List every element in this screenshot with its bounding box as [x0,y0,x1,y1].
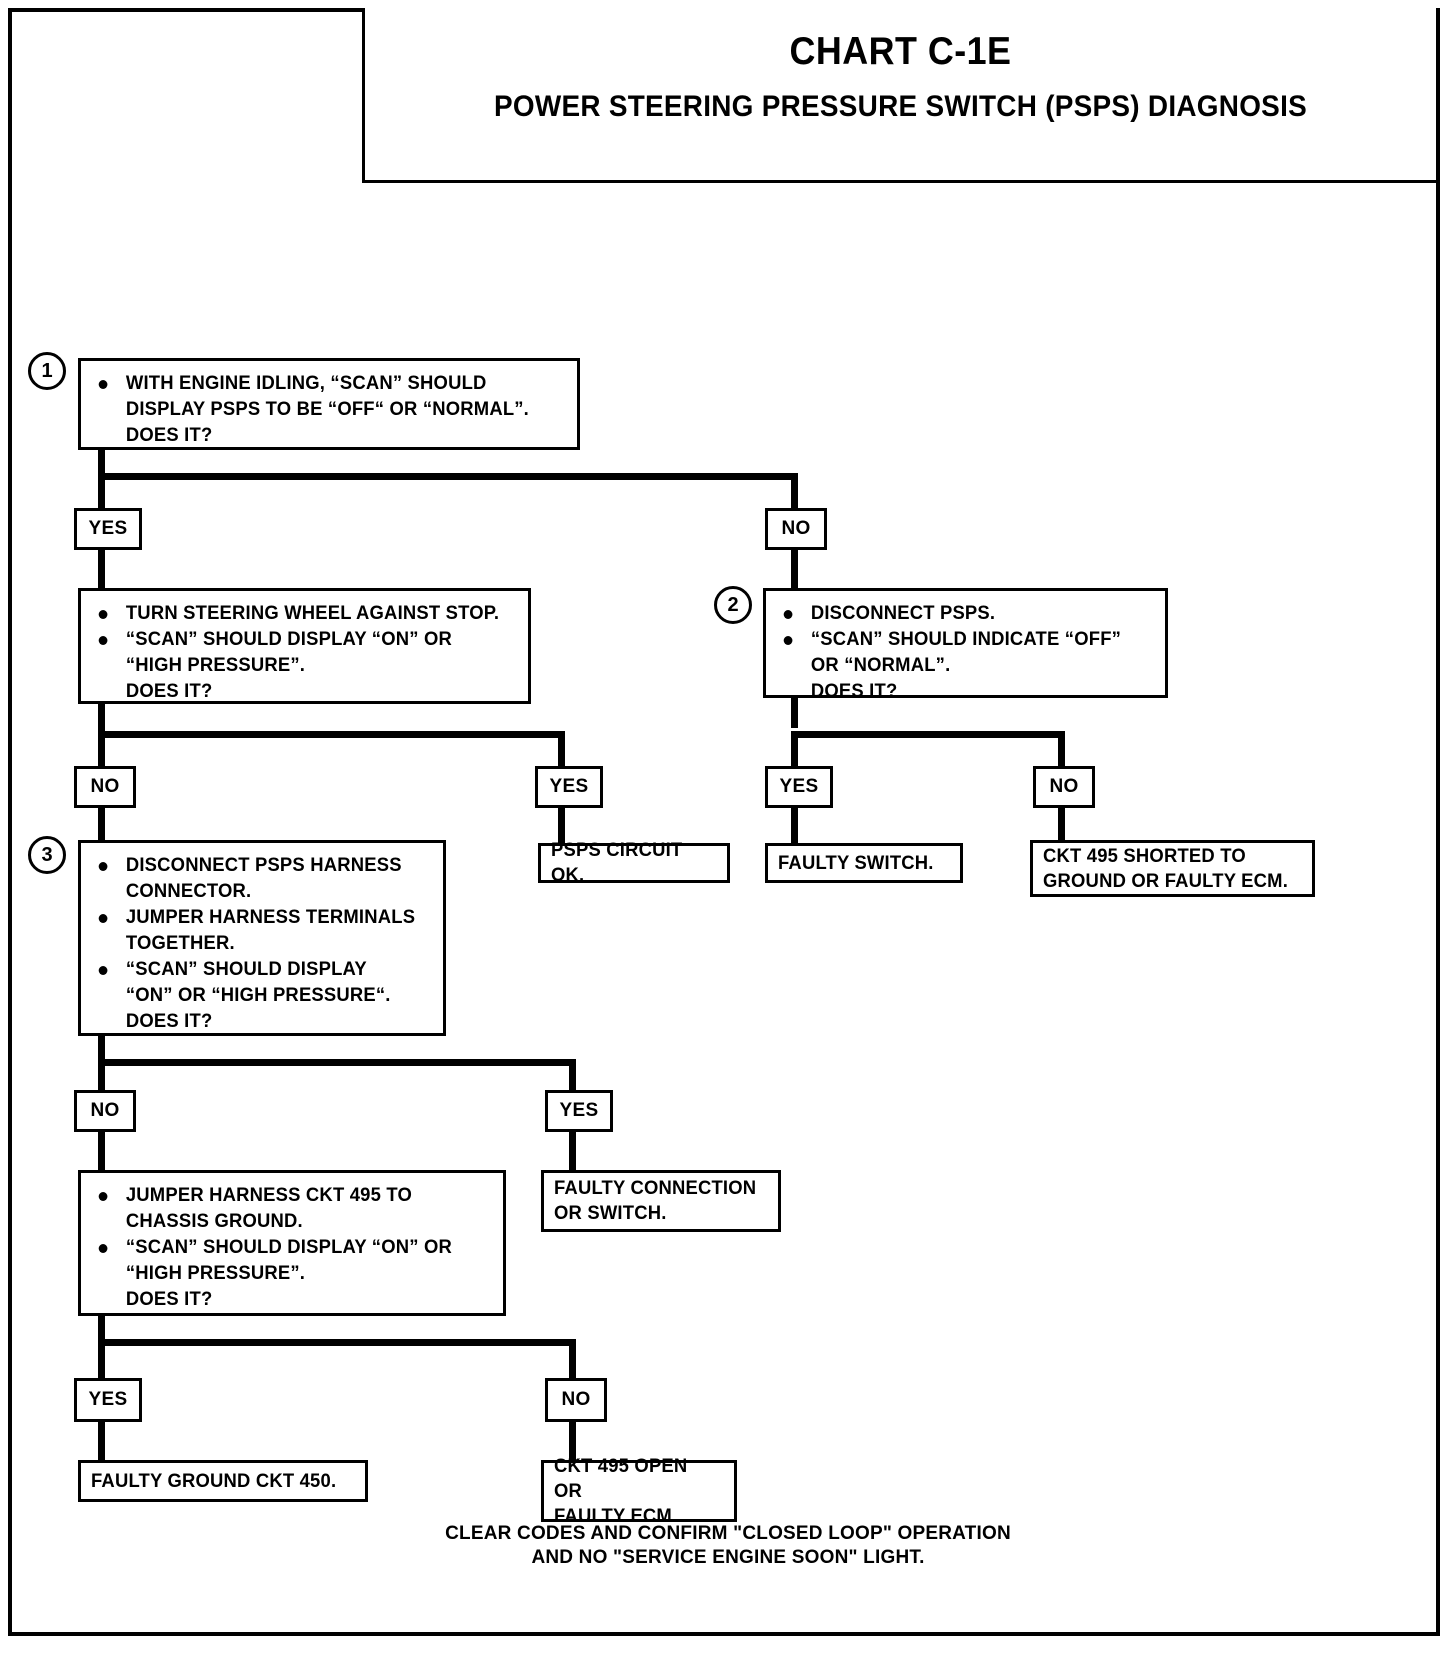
connector-jumperground-branch [98,1339,576,1346]
branch-yes-step1: YES [74,508,142,550]
step-marker-1: 1 [28,352,66,390]
step-3-line-5: “SCAN” SHOULD DISPLAY [89,957,425,982]
connector-no3-to-jumperground [98,1132,105,1170]
turn-wheel-line-2: “SCAN” SHOULD DISPLAY “ON” OR [89,627,507,652]
result-psps-circuit-ok-text: PSPS CIRCUIT OK. [551,840,683,886]
branch-yes-jumperground: YES [74,1378,142,1422]
title-block: CHART C-1E POWER STEERING PRESSURE SWITC… [362,8,1436,183]
connector-yes-step2-to-faultyswitch [791,808,798,843]
chart-id: CHART C-1E [789,30,1012,73]
step-1-line-3: DOES IT? [125,425,213,446]
result-ckt495-open: CKT 495 OPEN OR FAULTY ECM. [541,1456,737,1527]
step-1-line-2: DISPLAY PSPS TO BE “OFF“ OR “NORMAL”. [125,399,530,420]
result-faulty-switch: FAULTY SWITCH. [765,843,963,883]
branch-no-step3: NO [74,1090,136,1132]
chart-title: POWER STEERING PRESSURE SWITCH (PSPS) DI… [493,90,1307,123]
branch-yes-turnwheel: YES [535,766,603,808]
step-3-line-3: JUMPER HARNESS TERMINALS [89,905,425,930]
jumper-ground-line-4: “HIGH PRESSURE”. [125,1263,306,1284]
step-3-bullets: DISCONNECT PSPS HARNESS CONNECTOR. JUMPE… [89,853,435,1034]
connector-step2-down [791,698,798,728]
connector-yes4-to-faultyground [98,1422,105,1460]
step-3-line-6: “ON” OR “HIGH PRESSURE“. [125,985,391,1006]
jumper-ground-bullets: JUMPER HARNESS CKT 495 TO CHASSIS GROUND… [89,1183,495,1312]
step-1-bullets: WITH ENGINE IDLING, “SCAN” SHOULD DISPLA… [89,371,569,448]
branch-no-step1: NO [765,508,827,550]
connector-step3-yes-down [569,1059,576,1092]
jumper-ground-line-5: DOES IT? [125,1289,213,1310]
connector-turnwheel-branch [98,731,565,738]
connector-yes1-to-turnwheel [98,550,105,590]
branch-no-step2: NO [1033,766,1095,808]
connector-step1-yes-down [98,473,105,510]
step-marker-2: 2 [714,586,752,624]
connector-no4-to-ckt495open [569,1422,576,1460]
footer-note: CLEAR CODES AND CONFIRM "CLOSED LOOP" OP… [445,1523,1011,1568]
connector-jumperground-yes-down [98,1339,105,1380]
step-2-line-3: OR “NORMAL”. [810,655,951,676]
connector-step2-yes-down [791,731,798,768]
branch-yes-step3: YES [545,1090,613,1132]
step-2-bullets: DISCONNECT PSPS. “SCAN” SHOULD INDICATE … [774,601,1157,704]
step-2-line-1: DISCONNECT PSPS. [774,601,1146,626]
result-faulty-switch-text: FAULTY SWITCH. [778,852,934,874]
connector-no-step2-to-shorted [1058,808,1065,840]
connector-no2-to-step3 [98,808,105,840]
jumper-ground-box: JUMPER HARNESS CKT 495 TO CHASSIS GROUND… [78,1170,506,1316]
connector-yes2-to-pspsok [558,808,565,843]
result-ckt495-shorted: CKT 495 SHORTED TO GROUND OR FAULTY ECM. [1030,840,1315,897]
connector-turnwheel-down [98,704,105,734]
connector-step3-branch [98,1059,576,1066]
connector-step1-down [98,450,105,480]
result-ckt495-open-text: CKT 495 OPEN OR FAULTY ECM. [554,1455,688,1527]
result-faulty-ground-text: FAULTY GROUND CKT 450. [91,1470,337,1492]
connector-step1-branch [98,473,798,480]
step-3-line-7: DOES IT? [125,1011,213,1032]
result-faulty-connection-text: FAULTY CONNECTION OR SWITCH. [554,1178,757,1224]
connector-turnwheel-no-down [98,731,105,768]
connector-yes3-to-faultyconnection [569,1132,576,1170]
step-3-line-2: CONNECTOR. [125,881,252,902]
connector-step3-no-down [98,1059,105,1092]
page-border [8,8,1440,1636]
turn-wheel-line-4: DOES IT? [125,681,213,702]
connector-jumperground-no-down [569,1339,576,1380]
result-faulty-ground: FAULTY GROUND CKT 450. [78,1460,368,1502]
step-box-3: DISCONNECT PSPS HARNESS CONNECTOR. JUMPE… [78,840,446,1036]
jumper-ground-line-3: “SCAN” SHOULD DISPLAY “ON” OR [89,1235,483,1260]
branch-yes-step2: YES [765,766,833,808]
step-2-line-4: DOES IT? [810,681,898,702]
branch-no-jumperground: NO [545,1378,607,1422]
jumper-ground-line-2: CHASSIS GROUND. [125,1211,303,1232]
connector-step3-down [98,1036,105,1064]
step-box-2: DISCONNECT PSPS. “SCAN” SHOULD INDICATE … [763,588,1168,702]
step-1-line-1: WITH ENGINE IDLING, “SCAN” SHOULD [89,371,555,396]
step-3-line-4: TOGETHER. [125,933,235,954]
step-2-line-2: “SCAN” SHOULD INDICATE “OFF” [774,627,1146,652]
result-psps-circuit-ok: PSPS CIRCUIT OK. [538,840,730,886]
result-ckt495-shorted-text: CKT 495 SHORTED TO GROUND OR FAULTY ECM. [1043,845,1289,892]
connector-step2-no-down [1058,731,1065,768]
turn-wheel-box: TURN STEERING WHEEL AGAINST STOP. “SCAN”… [78,588,531,704]
connector-step2-branch [791,731,1065,738]
turn-wheel-line-1: TURN STEERING WHEEL AGAINST STOP. [89,601,507,626]
step-3-line-1: DISCONNECT PSPS HARNESS [89,853,425,878]
step-box-1: WITH ENGINE IDLING, “SCAN” SHOULD DISPLA… [78,358,580,450]
connector-step1-no-down [791,473,798,510]
jumper-ground-line-1: JUMPER HARNESS CKT 495 TO [89,1183,483,1208]
result-faulty-connection: FAULTY CONNECTION OR SWITCH. [541,1170,781,1232]
connector-turnwheel-yes-down [558,731,565,768]
branch-no-turnwheel: NO [74,766,136,808]
connector-jumperground-down [98,1316,105,1344]
turn-wheel-bullets: TURN STEERING WHEEL AGAINST STOP. “SCAN”… [89,601,520,704]
turn-wheel-line-3: “HIGH PRESSURE”. [125,655,306,676]
step-marker-3: 3 [28,836,66,874]
connector-no1-to-step2 [791,550,798,588]
